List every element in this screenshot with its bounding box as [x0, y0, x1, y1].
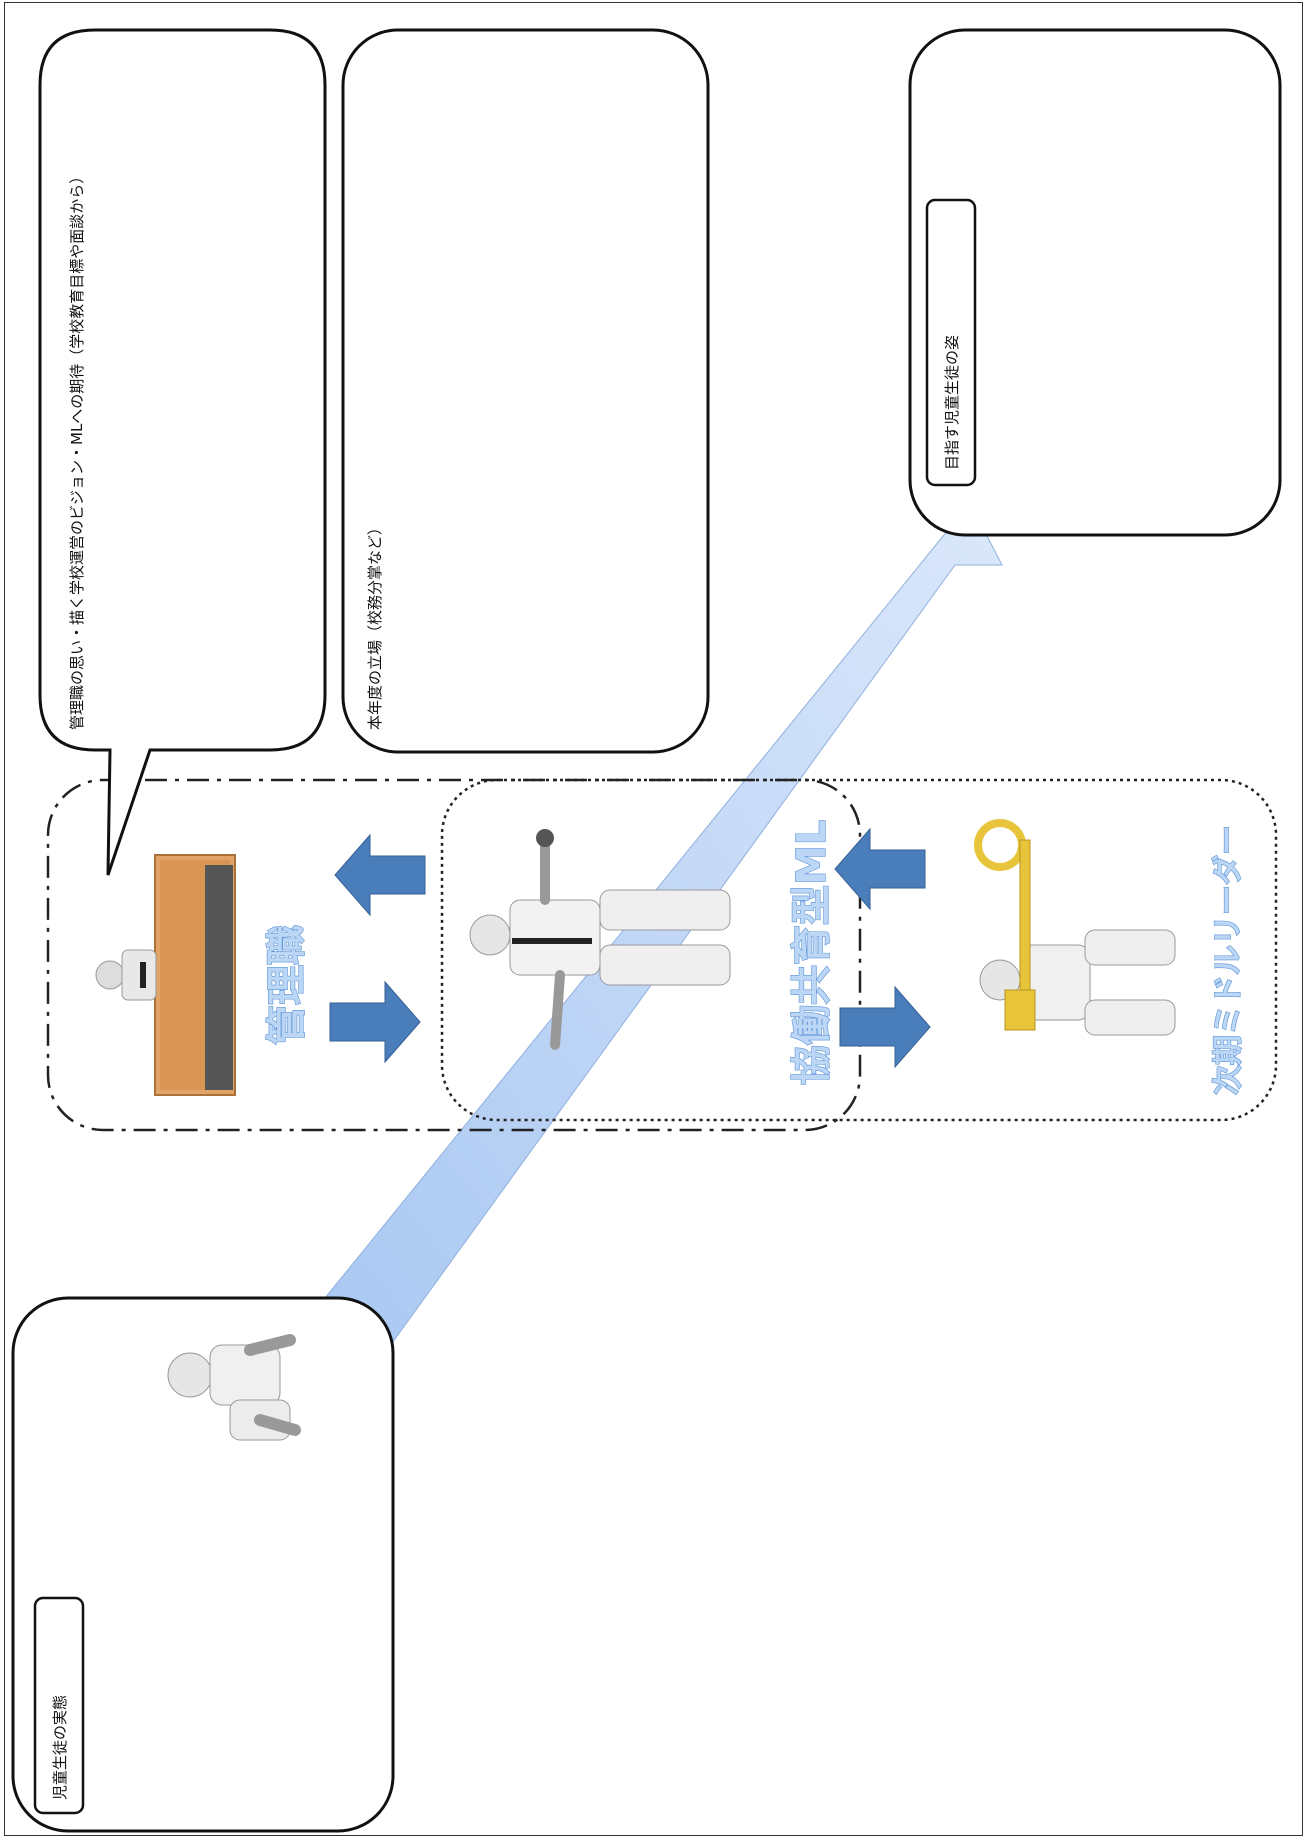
- person-with-key-icon: [974, 819, 1176, 1036]
- current-students-label-box: [33, 1596, 85, 1815]
- manager-at-desk-icon: [95, 854, 236, 1096]
- current-students-text: 児童生徒の実態: [51, 1695, 69, 1800]
- page-frame: [4, 2, 1303, 1836]
- target-students-box: [908, 28, 1282, 537]
- target-students-label-box: [925, 198, 977, 487]
- next-leader-region: [440, 778, 1278, 1122]
- management-label: 管理職: [264, 925, 310, 1045]
- arrow-to-ml-from-next-leader: [834, 827, 926, 911]
- current-role-box: [341, 28, 710, 754]
- manager-thoughts-text: 管理職の思い・描く学校運営のビジョン・MLへの期待（学校教育目標や面談から）: [68, 169, 86, 730]
- current-role-text: 本年度の立場（校務分掌など）: [366, 520, 384, 730]
- collaborative-ml-label: 協働共育型ML: [789, 820, 835, 1085]
- sitting-person-icon: [167, 1334, 301, 1441]
- target-students-text: 目指す児童生徒の姿: [943, 335, 961, 470]
- manager-thoughts-bubble: [38, 28, 327, 876]
- arrow-to-next-leader: [839, 985, 931, 1069]
- management-region: [46, 778, 862, 1132]
- arrow-to-ml-from-management: [329, 980, 421, 1064]
- presenting-person-icon: [469, 829, 731, 1050]
- arrow-to-management: [334, 833, 426, 917]
- next-middle-leader-label: 次期ミドルリーダー: [1211, 825, 1246, 1095]
